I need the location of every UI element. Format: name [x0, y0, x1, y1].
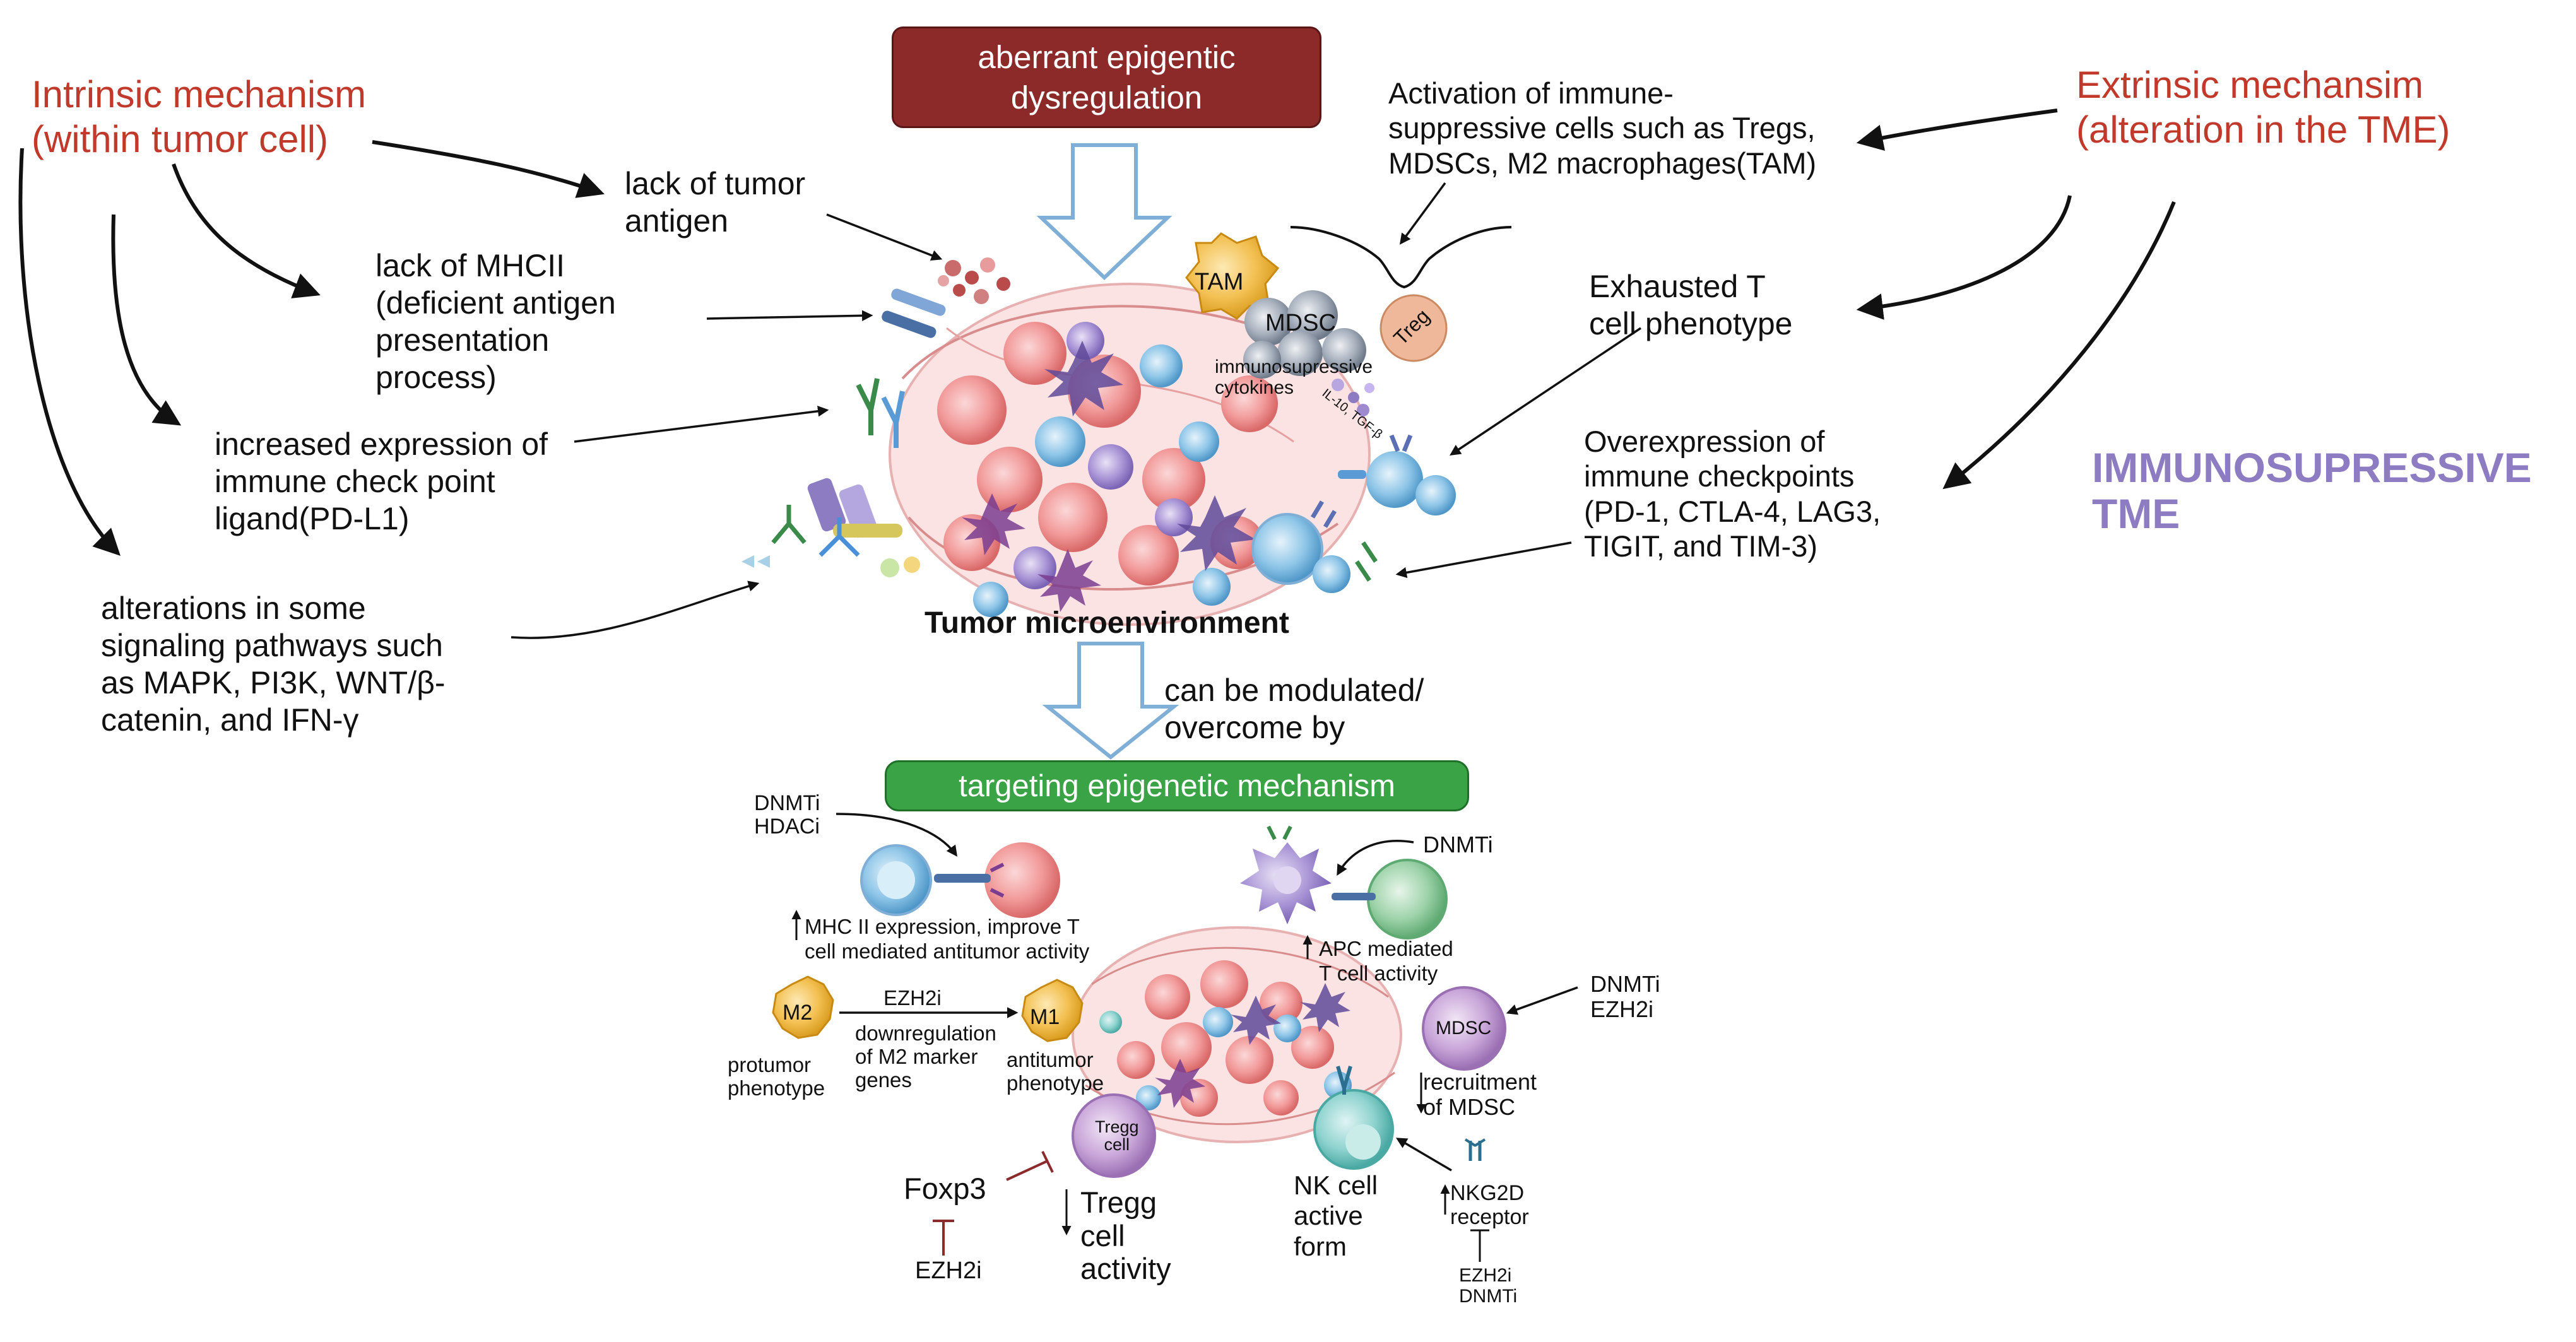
arrow-dnmti-hdaci: [836, 813, 958, 857]
m2-macrophage: [772, 975, 834, 1039]
exhausted-t-cell: [1338, 434, 1456, 515]
tam-cell: [1185, 232, 1280, 320]
inhibit-foxp3-tregg: [1006, 1160, 1048, 1181]
arrow-mhcii-to-tumor: [706, 310, 873, 322]
checkpoint-t-cell: [1251, 500, 1378, 593]
arrow-intrinsic-to-antigen: [372, 140, 605, 198]
ezh2i-m-label: EZH2i: [883, 986, 942, 1009]
dnmti-apc-label: DNMTi: [1423, 832, 1493, 857]
arrow-intrinsic-to-pdl1: [111, 214, 182, 426]
arrow-exhausted-to-cell: [1450, 327, 1641, 456]
aberrant-epigenetic-box: aberrant epigentic dysregulation: [892, 26, 1321, 128]
arrow-pdl1-to-tumor: [574, 406, 829, 443]
arrow-antigen-to-tumor: [826, 213, 943, 261]
arrow-dnmti-apc: [1337, 840, 1414, 876]
tumor-microenvironment-illustration: [741, 226, 1512, 626]
treg-cell-top: [1380, 294, 1448, 362]
arrow-overexpression-to-cell: [1395, 541, 1572, 579]
extrinsic-title: Extrinsic mechansim (alteration in the T…: [2076, 64, 2450, 151]
mdsc-cell-bottom: [1422, 986, 1506, 1071]
mdsc-label-bottom: MDSC: [1436, 1018, 1492, 1039]
arrow-activation-brace: [1399, 182, 1446, 245]
arrow-extrinsic-to-exhausted: [1856, 195, 2072, 320]
arrow-dnmti-ezh2i-mdsc: [1506, 986, 1578, 1015]
arrow-intrinsic-to-mhcii: [172, 163, 321, 298]
arrow-pathways-to-tumor: [511, 580, 760, 639]
m2-label: M2: [783, 1001, 813, 1025]
modulated-label: can be modulated/overcome by: [1164, 673, 1424, 745]
foxp3-label: Foxp3: [904, 1172, 986, 1205]
nkg2d-receptor-icon: [1464, 1138, 1486, 1161]
apc-t-cell-pair: [1240, 825, 1448, 939]
immunosupressive-tme-label: IMMUNOSUPRESSIVE TME: [2092, 444, 2532, 537]
tumor-microenvironment-label: Tumor microenvironment: [925, 606, 1289, 640]
down-arrow-bottom: [1042, 642, 1179, 760]
arrow-nkg2d-to-nk: [1395, 1138, 1452, 1172]
nk-cell-bottom: [1313, 1066, 1394, 1170]
mdsc-label-top: MDSC: [1265, 310, 1336, 336]
t-cell-tumor-pair: [860, 842, 1060, 918]
down-arrow-top: [1036, 143, 1173, 281]
m1-label: M1: [1030, 1005, 1060, 1029]
tam-label: TAM: [1195, 269, 1244, 295]
tregg-cell-bottom: [1072, 1093, 1156, 1178]
m1-macrophage: [1021, 979, 1084, 1042]
lack-mhcii-label: lack of MHCII(deficient antigen presenta…: [375, 248, 616, 395]
intrinsic-title: Intrinsic mechanism (within tumor cell): [32, 73, 367, 160]
header-line1: aberrant epigentic: [978, 38, 1236, 75]
mdsc-cell-top: [1243, 290, 1366, 379]
bottom-tumor-illustration: [1072, 926, 1402, 1143]
arrow-intrinsic-to-pathways: [18, 148, 121, 556]
targeting-epigenetic-box: targeting epigenetic mechanism: [885, 760, 1469, 811]
header-line2: dysregulation: [1010, 79, 1203, 115]
ezh2i-foxp3-label: EZH2i: [915, 1257, 982, 1284]
arrow-extrinsic-to-activation: [1856, 109, 2058, 151]
arrow-extrinsic-to-overexpression: [1942, 201, 2176, 490]
activation-label: Activation of immune-suppressive cells s…: [1388, 76, 1817, 180]
